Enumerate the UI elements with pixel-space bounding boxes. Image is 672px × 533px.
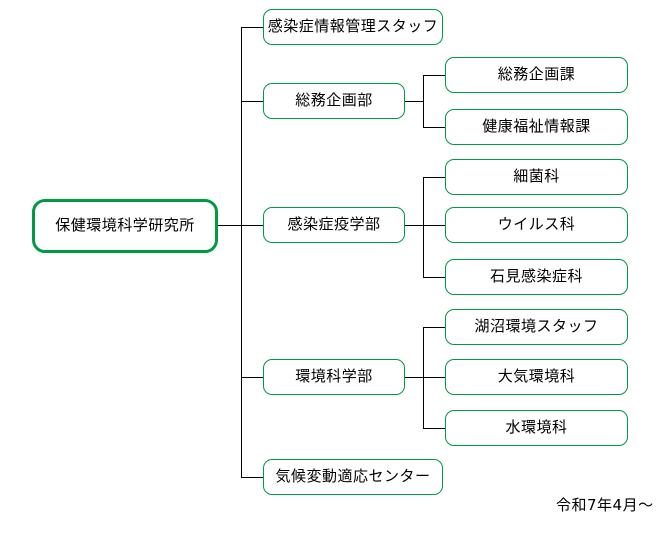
connector-trunk-to-soumu [241,101,263,102]
connector-main-trunk [241,27,242,478]
org-node-iwami-infectious-section-label: 石見感染症科 [489,267,583,286]
connector-kankyo-to-child-1 [423,327,445,328]
org-node-climate-change-center[interactable]: 気候変動適応センター [263,459,443,495]
org-node-lake-environment-staff-label: 湖沼環境スタッフ [474,317,599,336]
connector-kankyo-to-child-3 [423,428,445,429]
connector-ekigaku-to-child-1 [423,177,445,178]
org-node-atmospheric-environment-section[interactable]: 大気環境科 [445,359,628,395]
effective-date-caption: 令和7年4月～ [556,496,654,514]
org-node-water-environment-section[interactable]: 水環境科 [445,410,628,446]
connector-ekigaku-to-child-3 [423,277,445,278]
org-node-virology-section-label: ウイルス科 [497,215,576,234]
org-node-climate-change-center-label: 気候変動適応センター [275,467,431,486]
connector-soumu-to-child-1 [423,75,445,76]
connector-trunk-to-staff [241,27,263,28]
connector-kankyo-stub [405,377,423,378]
connector-ekigaku-trunk [423,177,424,277]
org-node-infectious-epidemiology-dept[interactable]: 感染症疫学部 [263,207,405,243]
connector-soumu-trunk [423,75,424,127]
org-node-infection-info-staff[interactable]: 感染症情報管理スタッフ [263,9,443,45]
connector-ekigaku-stub [405,225,423,226]
org-node-infectious-epidemiology-dept-label: 感染症疫学部 [287,215,381,234]
org-node-bacteriology-section[interactable]: 細菌科 [445,159,628,195]
org-node-general-affairs-dept[interactable]: 総務企画部 [263,83,405,119]
connector-trunk-to-kikou [241,477,263,478]
connector-trunk-to-ekigaku [241,225,263,226]
org-node-general-affairs-section[interactable]: 総務企画課 [445,57,628,93]
org-node-environmental-science-dept-label: 環境科学部 [295,367,373,386]
connector-ekigaku-to-child-2 [423,225,445,226]
org-node-iwami-infectious-section[interactable]: 石見感染症科 [445,259,628,295]
connector-soumu-stub [405,101,423,102]
org-node-general-affairs-section-label: 総務企画課 [497,65,576,84]
org-node-virology-section[interactable]: ウイルス科 [445,207,628,243]
org-node-bacteriology-section-label: 細菌科 [513,167,560,186]
org-node-health-welfare-info-section[interactable]: 健康福祉情報課 [445,109,628,145]
org-node-root[interactable]: 保健環境科学研究所 [32,199,218,253]
org-node-environmental-science-dept[interactable]: 環境科学部 [263,359,405,395]
org-node-infection-info-staff-label: 感染症情報管理スタッフ [267,17,439,36]
org-node-general-affairs-dept-label: 総務企画部 [295,91,373,110]
connector-soumu-to-child-2 [423,127,445,128]
connector-kankyo-to-child-2 [423,377,445,378]
org-node-lake-environment-staff[interactable]: 湖沼環境スタッフ [445,309,628,345]
connector-trunk-to-kankyo [241,377,263,378]
org-node-water-environment-section-label: 水環境科 [505,418,568,437]
connector-root-stub [218,225,241,226]
org-node-health-welfare-info-section-label: 健康福祉情報課 [482,117,591,136]
org-node-root-label: 保健環境科学研究所 [55,216,195,235]
org-node-atmospheric-environment-section-label: 大気環境科 [497,367,576,386]
